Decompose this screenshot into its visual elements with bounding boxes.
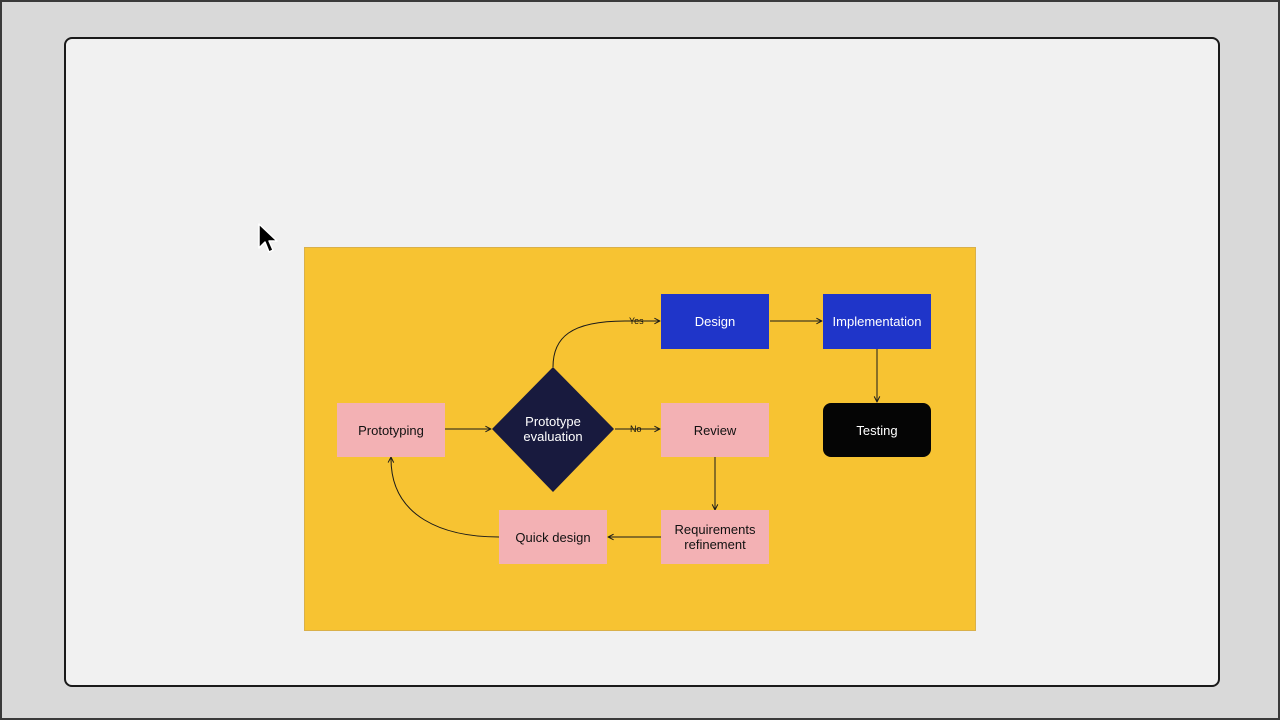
node-design[interactable]: Design xyxy=(661,294,769,349)
node-testing-label: Testing xyxy=(856,422,898,438)
node-requirements-label: Requirements refinement xyxy=(674,522,756,552)
node-requirements-refinement[interactable]: Requirements refinement xyxy=(661,510,769,564)
node-design-label: Design xyxy=(694,314,736,329)
connectors xyxy=(305,248,975,630)
node-implementation-label: Implementation xyxy=(832,314,922,329)
decision-diamond[interactable] xyxy=(492,367,614,492)
flowchart-canvas[interactable]: Prototyping Prototype evaluation Review … xyxy=(304,247,976,631)
mouse-pointer-icon xyxy=(258,223,278,253)
edge-yes-to-design xyxy=(552,321,660,368)
node-review[interactable]: Review xyxy=(661,403,769,457)
edge-label-yes: Yes xyxy=(629,316,644,326)
node-evaluation-label-box: Prototype evaluation xyxy=(508,408,598,450)
node-testing[interactable]: Testing xyxy=(823,403,931,457)
node-review-label: Review xyxy=(693,422,737,438)
node-prototyping[interactable]: Prototyping xyxy=(337,403,445,457)
node-quick-design[interactable]: Quick design xyxy=(499,510,607,564)
node-implementation[interactable]: Implementation xyxy=(823,294,931,349)
edge-label-no: No xyxy=(630,424,642,434)
node-prototyping-label: Prototyping xyxy=(358,422,424,438)
node-quick-design-label: Quick design xyxy=(515,529,591,545)
edge-quick-design-to-prototyping xyxy=(391,457,500,538)
node-evaluation-label: Prototype evaluation xyxy=(523,414,583,444)
